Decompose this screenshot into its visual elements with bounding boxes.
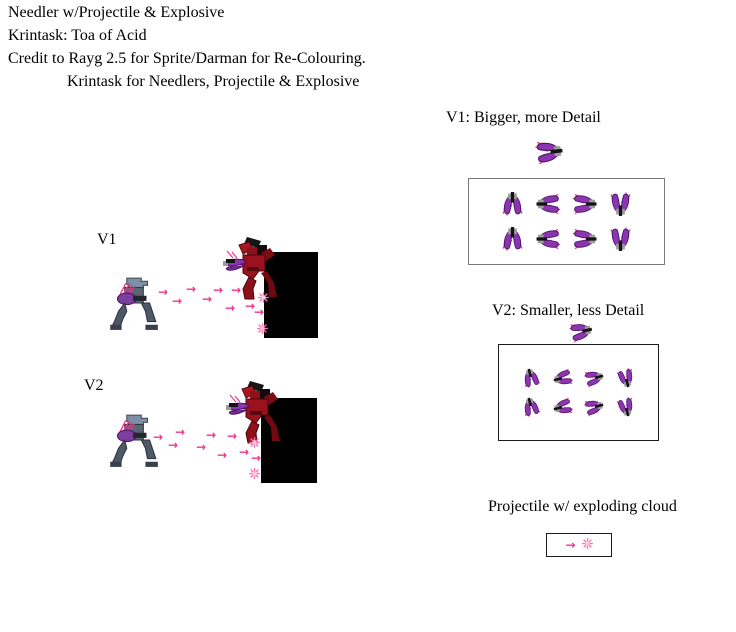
needler-sprite-left (536, 227, 562, 250)
explosion-star-icon (249, 435, 260, 453)
scene-v2-label: V2 (84, 377, 104, 394)
panel-v2-title: V2: Smaller, less Detail (492, 302, 645, 319)
projectile-arrow-icon: → (153, 430, 164, 444)
explosion-star-icon (258, 290, 269, 308)
wall-block-v2 (261, 398, 317, 483)
projectile-arrow-icon: → (231, 283, 242, 297)
projectile-arrow-icon: → (206, 428, 217, 442)
projectile-arrow-icon: → (227, 429, 238, 443)
credit-line: Krintask for Needlers, Projectile & Expl… (67, 73, 360, 90)
needler-sprite-down (615, 366, 637, 390)
explosion-star-icon (581, 536, 593, 554)
needler-sprite-single-v2 (567, 318, 595, 344)
needler-sprite-down (609, 226, 632, 252)
needler-sprite-left (551, 367, 575, 389)
needler-sprite-left (536, 193, 562, 216)
needler-sprite-single-v1 (534, 138, 565, 167)
explosion-star-icon (249, 466, 260, 484)
sprite-box-v1 (468, 178, 665, 265)
projectile-arrow-icon: → (202, 292, 213, 306)
needler-sprite-right (571, 227, 597, 250)
sprite-grid-v2 (499, 345, 658, 440)
explosion-star-icon (257, 321, 268, 339)
projectile-arrow-icon: → (239, 445, 250, 459)
projectile-arrow-icon: → (565, 538, 576, 552)
needler-sprite-up (501, 226, 524, 252)
projectile-arrow-icon: → (213, 283, 224, 297)
projectile-arrow-icon: → (175, 425, 186, 439)
sprite-box-v2 (498, 344, 659, 441)
sprite-grid-v1 (469, 179, 664, 264)
credit-line: Needler w/Projectile & Explosive (8, 4, 225, 21)
credit-line: Credit to Rayg 2.5 for Sprite/Darman for… (8, 50, 366, 67)
projectile-arrow-icon: → (217, 448, 228, 462)
needler-sprite-right (571, 193, 597, 216)
projectile-arrow-icon: → (254, 305, 265, 319)
projectile-arrow-icon: → (251, 451, 262, 465)
panel-v1-title: V1: Bigger, more Detail (446, 109, 601, 126)
projectile-legend-box: → (546, 533, 612, 557)
needler-sprite-left (551, 396, 575, 418)
credit-line: Krintask: Toa of Acid (8, 27, 147, 44)
projectile-arrow-icon: → (186, 282, 197, 296)
needler-sprite-right (582, 367, 606, 389)
projectile-arrow-icon: → (158, 285, 169, 299)
needler-sprite-right (582, 396, 606, 418)
projectile-legend-title: Projectile w/ exploding cloud (488, 498, 677, 515)
projectile-arrow-icon: → (225, 301, 236, 315)
projectile-arrow-icon: → (172, 294, 183, 308)
needler-sprite-up (520, 395, 542, 419)
needler-sprite-down (615, 395, 637, 419)
projectile-arrow-icon: → (168, 438, 179, 452)
scene-v1-label: V1 (97, 231, 117, 248)
projectile-arrow-icon: → (245, 299, 256, 313)
needler-sprite-up (501, 191, 524, 217)
needler-sprite-down (609, 191, 632, 217)
projectile-arrow-icon: → (196, 440, 207, 454)
needler-sprite-up (520, 366, 542, 390)
